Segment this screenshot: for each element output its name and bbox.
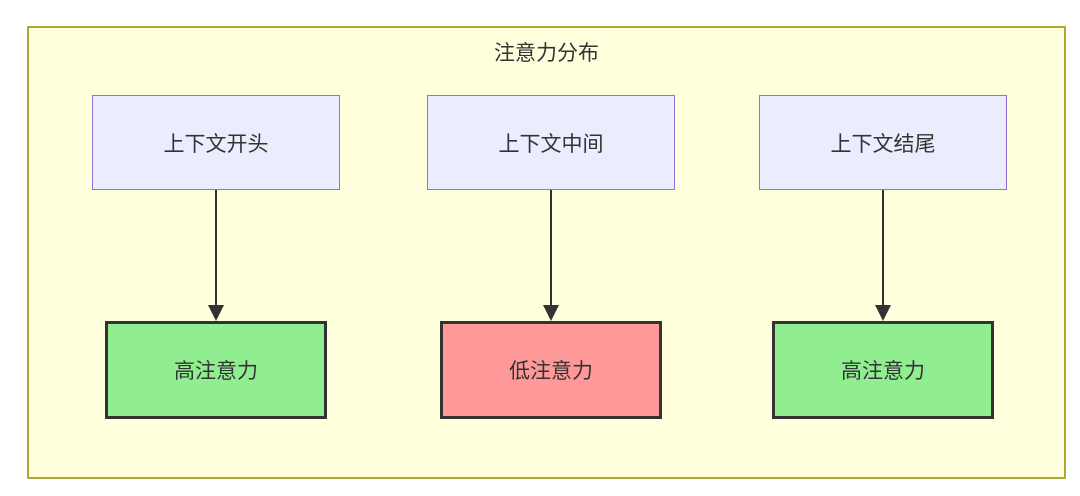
node-context-end: 上下文结尾 [759,95,1007,190]
node-attention-result: 高注意力 [105,321,327,419]
arrow-head-icon [208,305,224,321]
arrow-line [882,190,884,307]
node-attention-result: 低注意力 [440,321,662,419]
arrow-line [215,190,217,307]
flow-column-start: 上下文开头 高注意力 [92,95,340,419]
diagram-title: 注意力分布 [494,42,599,65]
diagram-frame: 注意力分布 上下文开头 高注意力 上下文中间 低注意力 上下文结尾 高注意力 [27,26,1066,479]
arrow-head-icon [875,305,891,321]
node-attention-result: 高注意力 [772,321,994,419]
node-context-middle: 上下文中间 [427,95,675,190]
flow-column-middle: 上下文中间 低注意力 [427,95,675,419]
flow-column-end: 上下文结尾 高注意力 [759,95,1007,419]
arrow-head-icon [543,305,559,321]
node-context-start: 上下文开头 [92,95,340,190]
arrow-line [550,190,552,307]
